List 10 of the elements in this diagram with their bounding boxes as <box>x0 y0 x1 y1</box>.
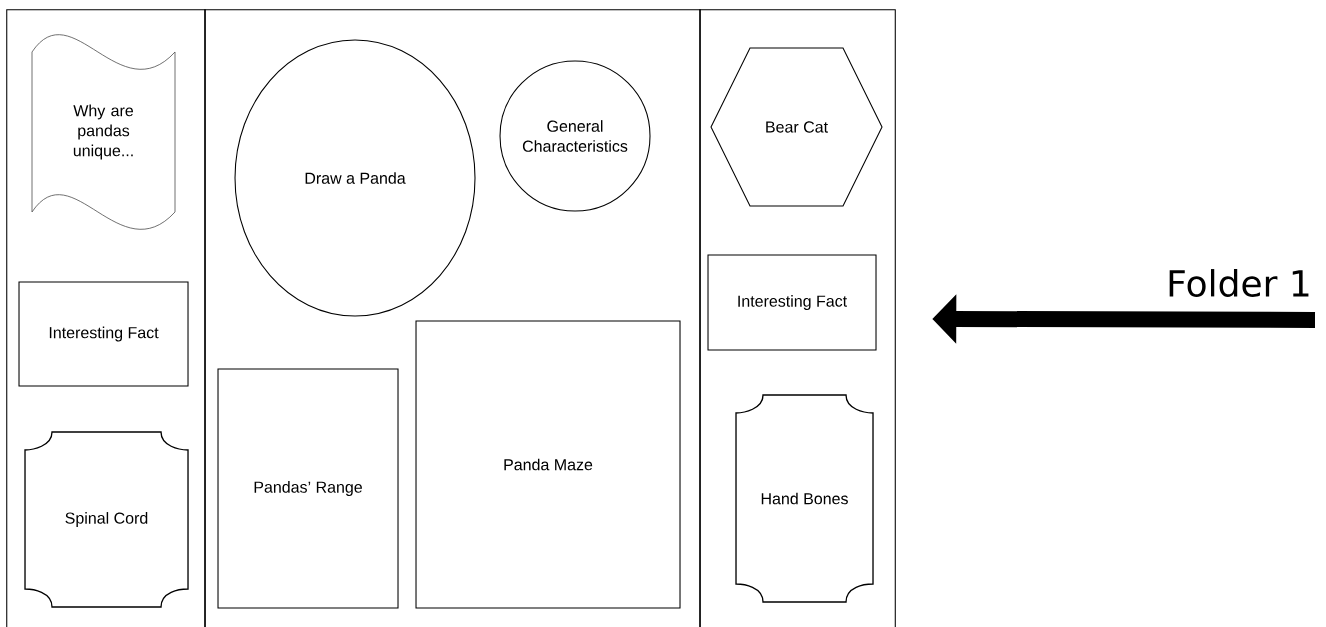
scalloped-box: Spinal Cord <box>24 431 189 608</box>
caption-text: Folder 1 <box>1169 269 1309 297</box>
folder-panel <box>204 9 701 627</box>
folder-panel <box>6 9 206 627</box>
text-box: Interesting Fact <box>707 254 877 351</box>
text-box: Interesting Fact <box>18 281 189 387</box>
text-box: Panda Maze <box>415 320 681 609</box>
scalloped-box: Hand Bones <box>735 394 874 603</box>
text-box: Pandas’ Range <box>217 368 399 609</box>
folder-panel <box>699 9 896 627</box>
